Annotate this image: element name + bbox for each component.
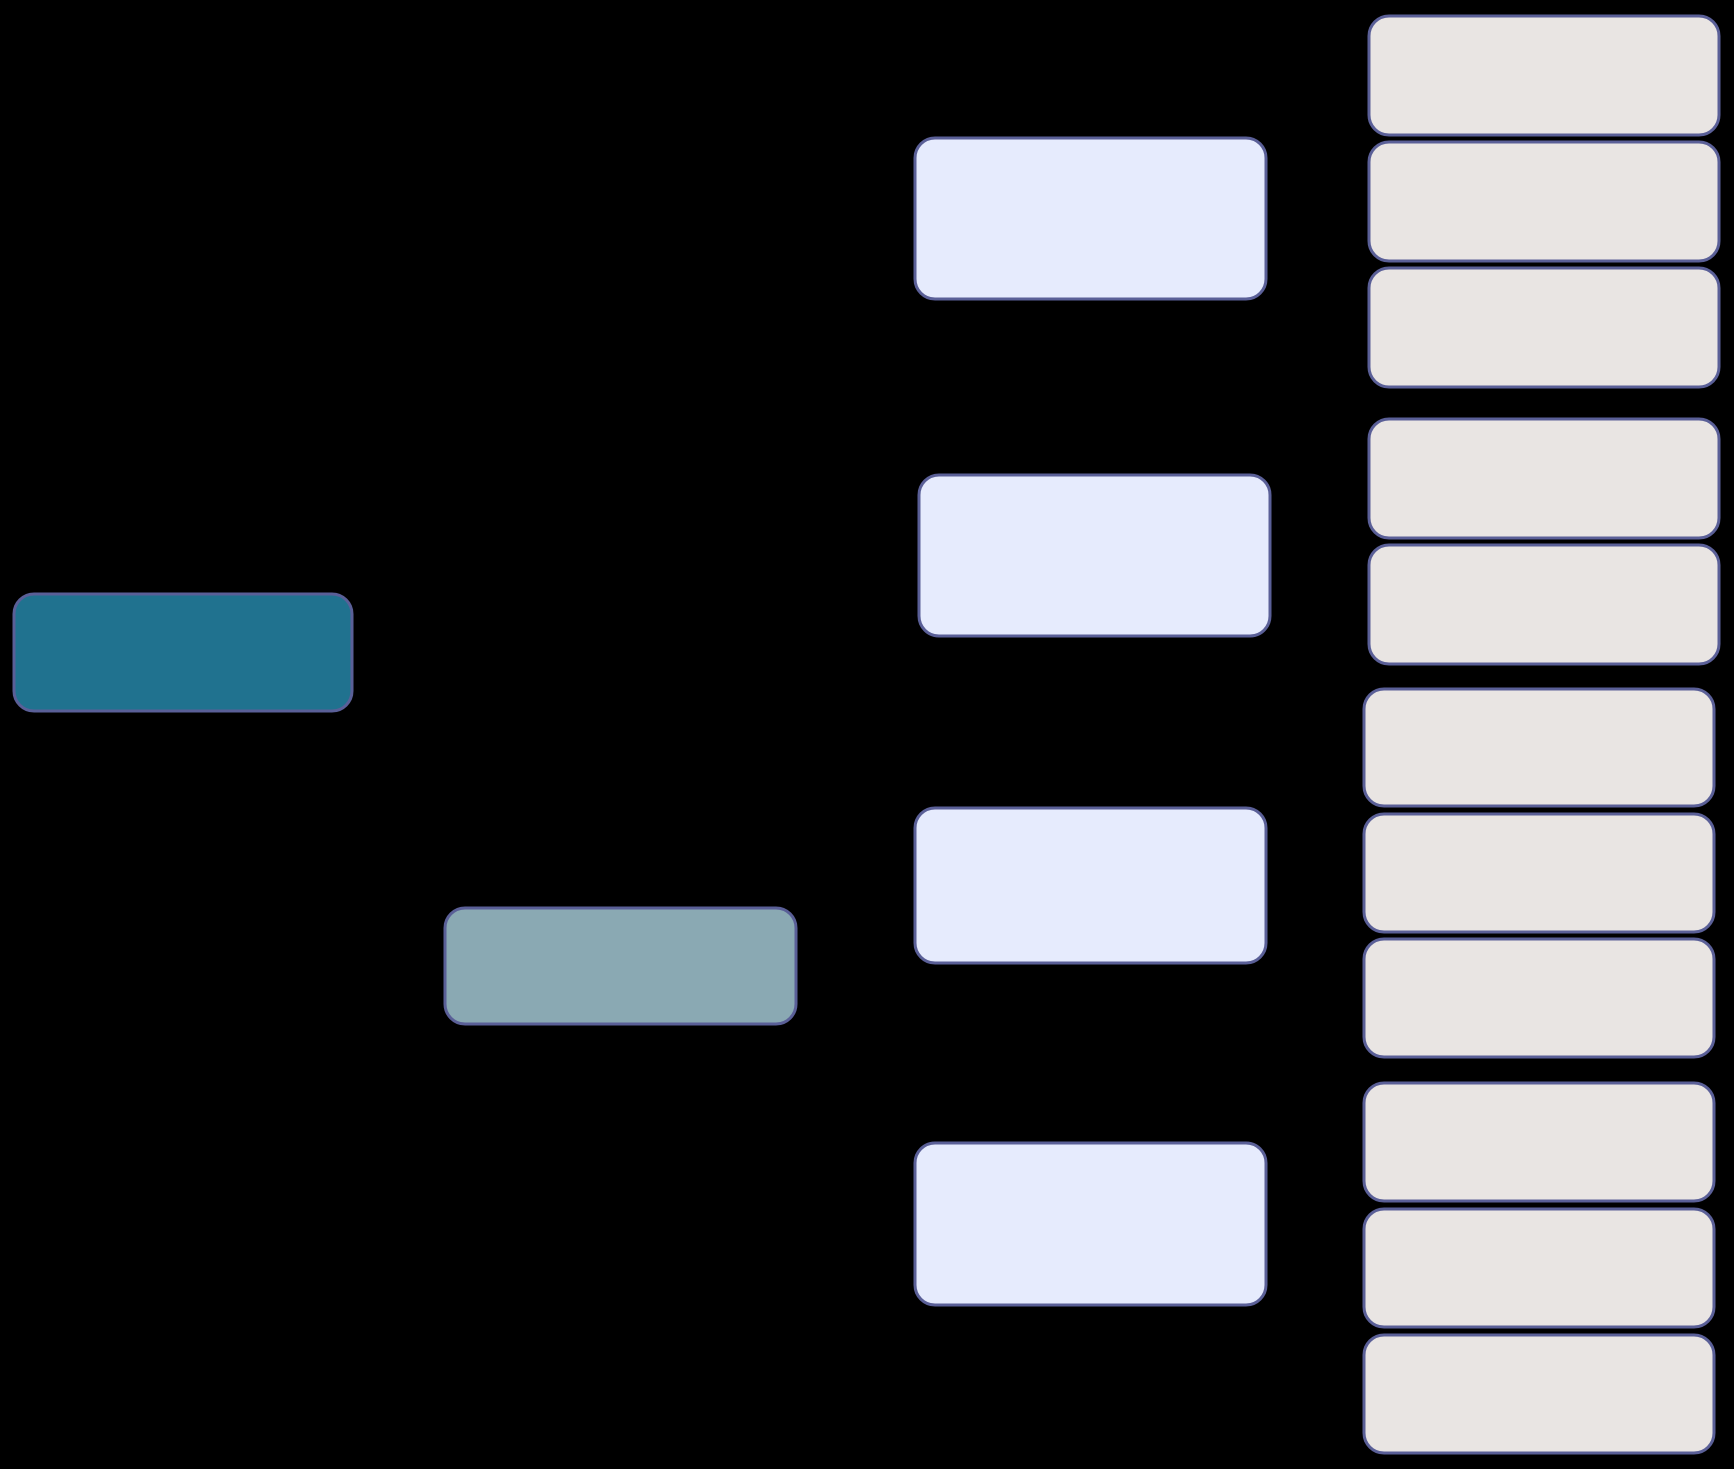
- node-topic-4: [913, 1141, 1268, 1307]
- node-leaf-2-2: [1367, 543, 1721, 666]
- node-leaf-3-3: [1362, 937, 1716, 1059]
- node-box-leaf-2-2: [1367, 543, 1721, 666]
- node-box-leaf-3-3: [1362, 937, 1716, 1059]
- node-topic-3: [913, 806, 1268, 965]
- node-box-branch-a: [443, 906, 798, 1026]
- node-box-leaf-3-2: [1362, 812, 1716, 934]
- node-box-leaf-4-1: [1362, 1081, 1716, 1203]
- node-box-topic-2: [917, 473, 1272, 638]
- node-leaf-1-1: [1367, 14, 1721, 137]
- node-leaf-1-3: [1367, 266, 1721, 389]
- node-root: [12, 592, 354, 713]
- node-leaf-3-1: [1362, 687, 1716, 808]
- node-box-leaf-1-2: [1367, 140, 1721, 263]
- edge-topic-2-leaf-2-2: [1269, 554, 1370, 606]
- edge-topic-1-leaf-1-1: [1265, 74, 1370, 220]
- node-leaf-1-2: [1367, 140, 1721, 263]
- node-leaf-3-2: [1362, 812, 1716, 934]
- node-box-topic-1: [913, 136, 1268, 301]
- edge-topic-4-leaf-4-3: [1265, 1223, 1365, 1395]
- edge-topic-3-leaf-3-2: [1265, 872, 1365, 887]
- edge-topic-4-leaf-4-2: [1265, 1223, 1365, 1269]
- edge-topic-3-leaf-3-1: [1265, 746, 1365, 887]
- node-box-leaf-1-3: [1367, 266, 1721, 389]
- diagram-nodes: [12, 14, 1721, 1455]
- edge-topic-1-leaf-1-2: [1265, 200, 1370, 220]
- edge-topic-4-leaf-4-1: [1265, 1141, 1365, 1225]
- edge-branch-a-topic-1: [795, 217, 916, 967]
- edge-root-branch-a: [351, 651, 446, 967]
- node-box-root: [12, 592, 354, 713]
- node-box-leaf-4-3: [1362, 1333, 1716, 1455]
- edge-branch-a-topic-4: [795, 965, 916, 1225]
- node-topic-2: [917, 473, 1272, 638]
- node-box-topic-4: [913, 1141, 1268, 1307]
- node-leaf-4-1: [1362, 1081, 1716, 1203]
- node-leaf-4-2: [1362, 1207, 1716, 1329]
- node-topic-1: [913, 136, 1268, 301]
- edge-branch-a-topic-2: [795, 554, 920, 967]
- node-box-leaf-1-1: [1367, 14, 1721, 137]
- node-box-topic-3: [913, 806, 1268, 965]
- connector-lines: [351, 74, 1370, 1395]
- node-branch-a: [443, 906, 798, 1026]
- node-box-leaf-2-1: [1367, 417, 1721, 540]
- edge-topic-2-leaf-2-1: [1269, 477, 1370, 557]
- node-box-leaf-3-1: [1362, 687, 1716, 808]
- node-leaf-2-1: [1367, 417, 1721, 540]
- node-box-leaf-4-2: [1362, 1207, 1716, 1329]
- node-leaf-4-3: [1362, 1333, 1716, 1455]
- edge-branch-a-topic-3: [795, 884, 916, 967]
- edge-topic-1-leaf-1-3: [1265, 217, 1370, 329]
- edge-topic-3-leaf-3-3: [1265, 884, 1365, 999]
